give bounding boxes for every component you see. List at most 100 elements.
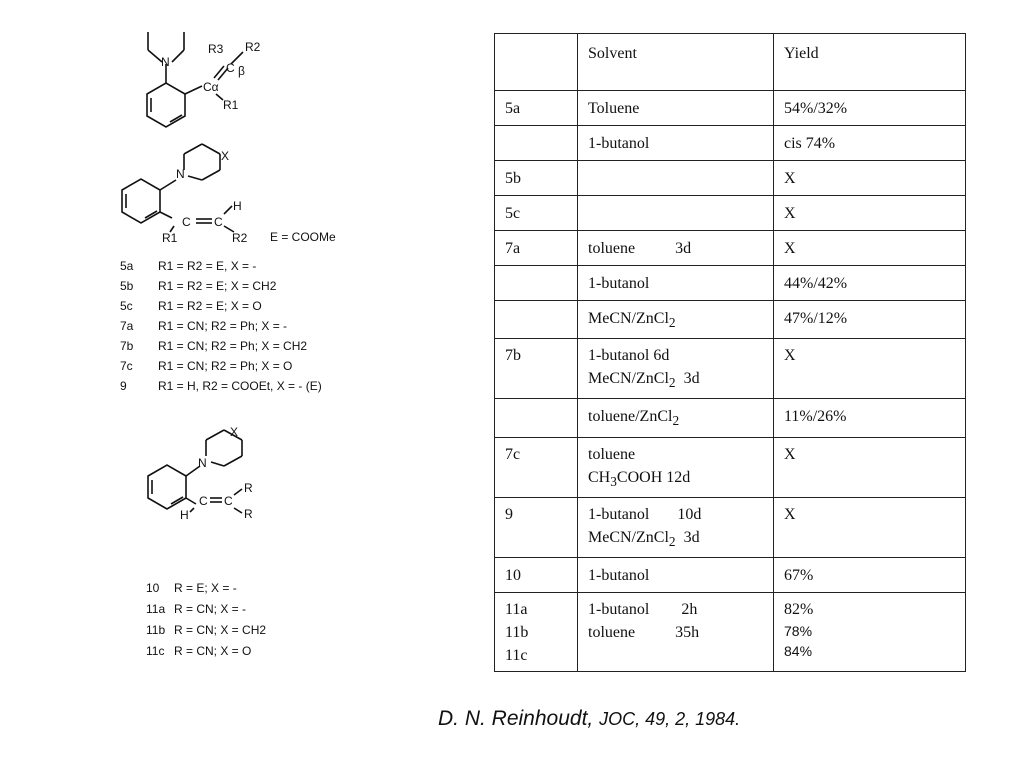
cl1-desc: R1 = CN; R2 = Ph; X = O [158,359,292,373]
cl1-id: 9 [120,379,127,393]
s3-c1-label: C [199,494,208,508]
cl1-id: 7a [120,319,134,333]
s1-r3-label: R3 [208,42,224,56]
solvent-line: toluene [588,445,636,463]
cmpd-line: 11b [505,623,529,641]
table-row: 7a toluene 3d X [494,230,966,266]
s3-n-label: N [198,456,207,470]
solvent-cell: toluene CH3COOH 12d [577,436,774,498]
citation-author: D. N. Reinhoudt, [438,707,600,730]
solvent-line: MeCN/ZnCl2 3d [588,526,763,553]
table-row: 7c toluene CH3COOH 12d X [494,436,966,498]
cl2-desc: R = E; X = - [174,581,237,595]
cl2-desc: R = CN; X = - [174,602,246,616]
solvent-text: 3d [675,528,700,546]
s1-r2-label: R2 [245,40,261,54]
yield-cell: 67% [773,556,966,593]
cmpd-cell: 5a [494,90,578,126]
solvent-cell: 1-butanol [577,125,774,161]
table-row: 1-butanol 44%/42% [494,265,966,301]
cl1-id: 5a [120,259,134,273]
cl1-id: 5c [120,299,133,313]
yield-cell: 54%/32% [773,90,966,126]
chemical-structures-panel: N R3 R2 C β Cα R1 X N H C C R1 R2 E = CO… [120,32,336,658]
cmpd-cell: 9 [494,496,578,558]
solvent-cell: toluene 3d [577,230,774,266]
compound-list-1: 5a R1 = R2 = E, X = - 5b R1 = R2 = E; X … [120,259,322,393]
structure-3: X N C C H R R [147,425,253,522]
header-cell: Yield [773,33,966,91]
subscript: 3 [610,473,617,489]
cl1-id: 5b [120,279,134,293]
subscript: 2 [668,375,676,391]
yield-cell: X [773,338,966,400]
solvent-text: MeCN/ZnCl [588,528,669,546]
solvent-text: toluene/ZnCl [588,408,673,426]
cl2-id: 11a [146,602,165,616]
cmpd-cell [494,265,578,301]
citation: D. N. Reinhoudt, JOC, 49, 2, 1984. [438,707,740,731]
yield-cell: cis 74% [773,125,966,161]
solvent-text: CH [588,468,611,486]
table-row: 5c X [494,195,966,231]
solvent-cell: 1-butanol 10d MeCN/ZnCl2 3d [577,496,774,558]
s3-r-bot-label: R [244,507,253,521]
s1-r1-label: R1 [223,98,239,112]
cmpd-cell: 5b [494,160,578,196]
s2-c1-label: C [182,215,191,229]
subscript: 2 [672,413,680,429]
cmpd-cell: 7c [494,436,578,498]
solvent-cell: Toluene [577,90,774,126]
solvent-text: MeCN/ZnCl [588,370,669,388]
s1-calpha-label: Cα [203,80,219,94]
structure-1: N R3 R2 C β Cα R1 [146,32,261,128]
citation-details: , 49, 2, 1984. [635,709,741,729]
cl1-desc: R1 = R2 = E; X = CH2 [158,279,277,293]
solvent-line: 1-butanol 10d [588,505,702,523]
cmpd-cell [494,125,578,161]
cl2-id: 11b [146,623,165,637]
s2-r1-label: R1 [162,231,178,245]
solvent-cell [577,195,774,231]
cmpd-cell: 11a 11b 11c [494,591,578,672]
yield-cell: 11%/26% [773,398,966,438]
s2-h-label: H [233,199,242,213]
s2-e-definition: E = COOMe [270,230,336,244]
yield-cell: X [773,436,966,498]
cl1-desc: R1 = H, R2 = COOEt, X = - (E) [158,379,322,393]
subscript: 2 [668,315,676,331]
solvent-cell: toluene/ZnCl2 [577,398,774,438]
table-row: 5a Toluene 54%/32% [494,90,966,126]
cl1-desc: R1 = R2 = E, X = - [158,259,256,273]
solvent-text: MeCN/ZnCl [588,310,669,327]
cmpd-cell: 7b [494,338,578,400]
table-row: MeCN/ZnCl2 47%/12% [494,299,966,340]
solvent-line: MeCN/ZnCl2 3d [588,367,763,394]
solvent-line: toluene 35h [588,623,700,641]
citation-journal: JOC [599,709,636,729]
cl1-desc: R1 = R2 = E; X = O [158,299,262,313]
s2-n-label: N [176,167,185,181]
yield-line: 82% [784,600,814,618]
compound-list-2: 10 R = E; X = - 11a R = CN; X = - 11b R … [146,581,266,658]
cmpd-cell [494,299,578,340]
cmpd-cell: 7a [494,230,578,266]
yield-cell: 44%/42% [773,265,966,301]
solvent-line: CH3COOH 12d [588,466,763,493]
solvent-line: 1-butanol 6d [588,347,670,365]
cmpd-line: 11c [505,646,528,664]
header-cell: Solvent [577,33,774,91]
solvent-cell: 1-butanol 2h toluene 35h [577,591,774,672]
s3-x-label: X [230,425,238,439]
yield-cell: 82% 78% 84% [773,591,966,672]
cl2-desc: R = CN; X = O [174,644,251,658]
solvent-cell: 1-butanol [577,556,774,593]
table-row: 5b X [494,160,966,196]
yield-cell: X [773,230,966,266]
solvent-text: 3d [675,370,700,388]
cl1-id: 7c [120,359,133,373]
cl2-desc: R = CN; X = CH2 [174,623,266,637]
s2-r2-label: R2 [232,231,248,245]
yield-cell: 47%/12% [773,299,966,340]
solvent-cell [577,160,774,196]
